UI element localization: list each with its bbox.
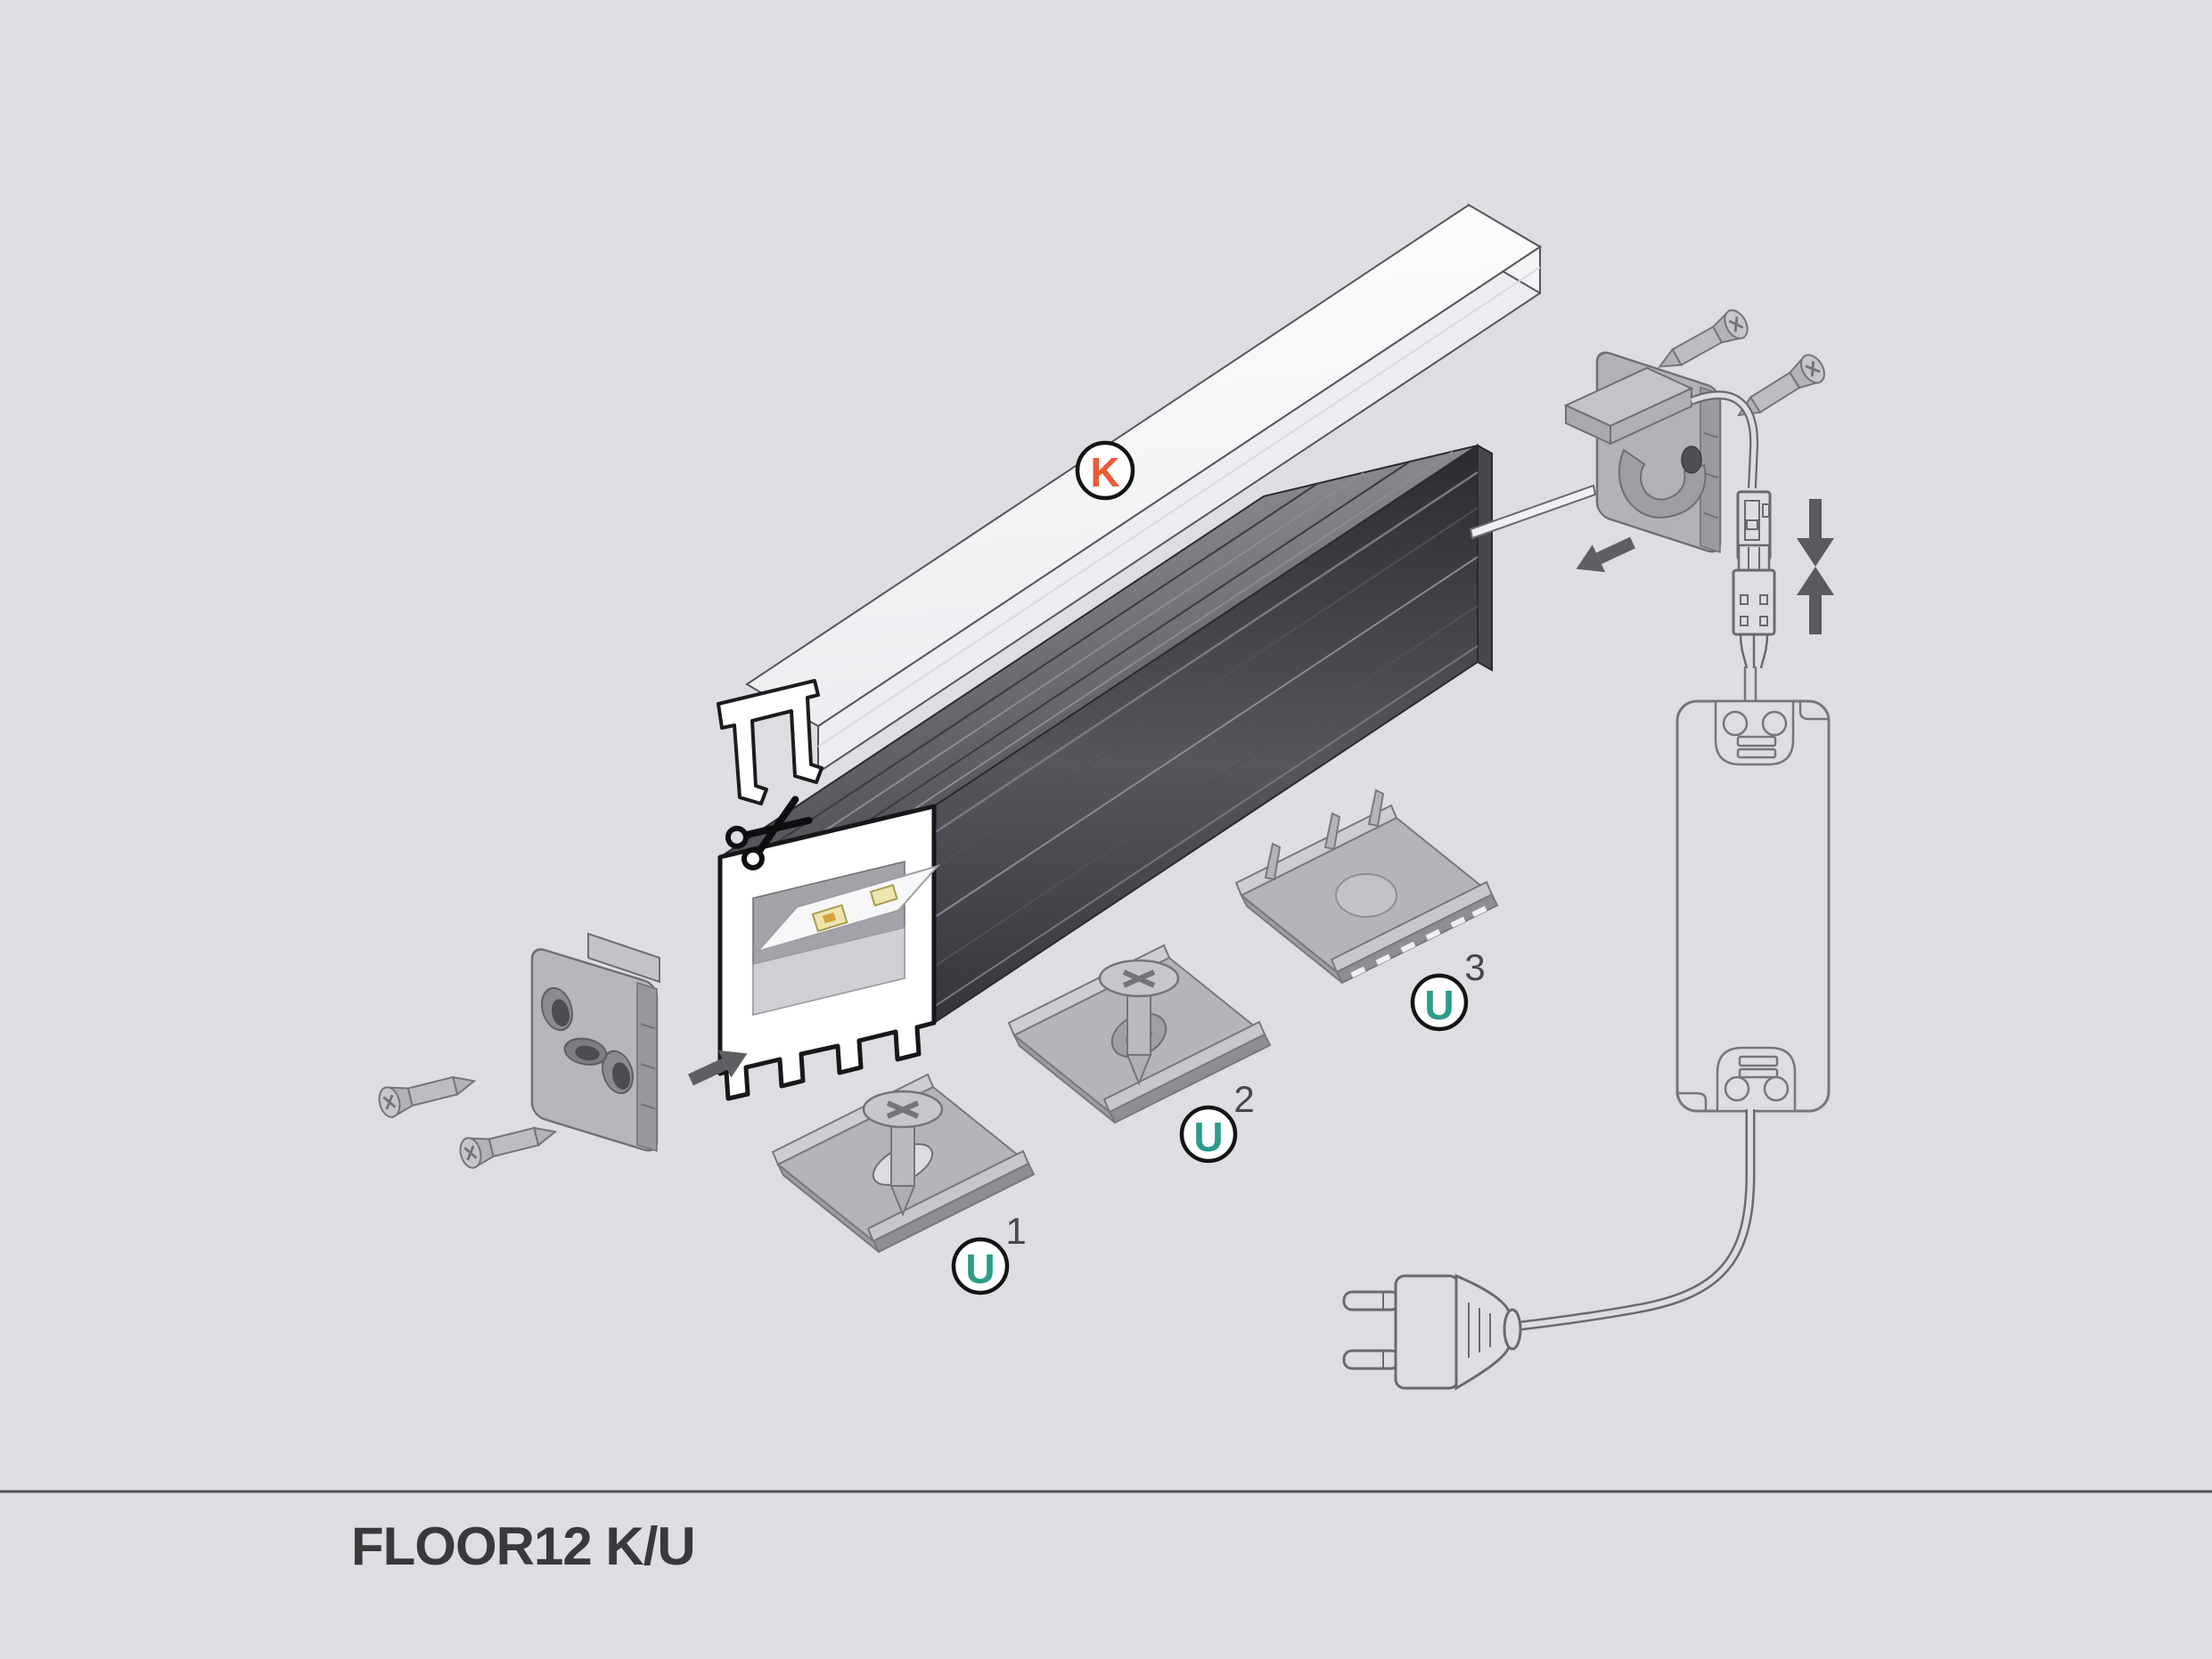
end-cap-right bbox=[1563, 351, 1722, 553]
clip-badge-superscript: 3 bbox=[1464, 946, 1485, 988]
mounting-clip-2 bbox=[1008, 944, 1271, 1124]
clip-badge-letter: U bbox=[1193, 1114, 1223, 1160]
mounting-screw bbox=[455, 1116, 561, 1172]
scissors-icon bbox=[725, 796, 813, 870]
connector-female bbox=[1732, 543, 1776, 669]
clip-badge-3: U 3 bbox=[1413, 946, 1486, 1029]
product-title: FLOOR12 K/U bbox=[351, 1516, 695, 1576]
supply-cable bbox=[1690, 390, 1759, 489]
clip-badge-superscript: 2 bbox=[1233, 1078, 1254, 1120]
mounting-screw bbox=[1651, 305, 1754, 381]
led-chip bbox=[869, 884, 898, 907]
aluminium-profile bbox=[717, 444, 1493, 1101]
mounting-clip-1 bbox=[772, 1074, 1035, 1253]
diffuser-cover bbox=[717, 203, 1542, 805]
clip-badge-1: U 1 bbox=[954, 1210, 1027, 1293]
mains-cable bbox=[1520, 1109, 1756, 1331]
mounting-screw bbox=[374, 1065, 479, 1121]
press-together-arrows-icon bbox=[1797, 499, 1834, 634]
cover-badge: K bbox=[1075, 440, 1135, 501]
assembly-arrow-left-icon bbox=[1569, 528, 1640, 583]
power-plug bbox=[1342, 1273, 1522, 1391]
led-chip bbox=[811, 903, 848, 933]
cover-badge-letter: K bbox=[1090, 449, 1119, 495]
led-strip-tail bbox=[1469, 484, 1597, 540]
clip-badge-letter: U bbox=[1424, 982, 1454, 1028]
mounting-clip-3 bbox=[1235, 789, 1498, 984]
cover-end-section bbox=[717, 679, 823, 805]
led-strip bbox=[754, 864, 941, 953]
clip-badge-superscript: 1 bbox=[1005, 1210, 1026, 1252]
end-cap-left bbox=[530, 932, 660, 1152]
clip-serrations bbox=[1350, 905, 1487, 978]
led-driver bbox=[1675, 666, 1831, 1113]
clip-badge-letter: U bbox=[965, 1246, 995, 1292]
clip-badge-2: U 2 bbox=[1182, 1078, 1255, 1161]
clip-dome bbox=[1335, 873, 1397, 918]
